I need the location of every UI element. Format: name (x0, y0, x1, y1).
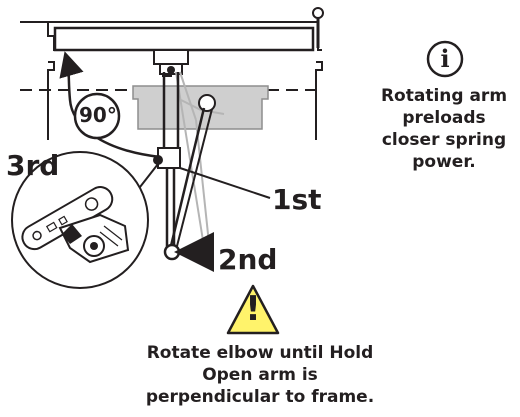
top-pin (312, 7, 324, 48)
info-glyph: i (440, 44, 450, 73)
angle-label: 90° (79, 103, 117, 127)
angle-arrow (59, 51, 161, 159)
info-icon (426, 40, 464, 78)
mount-bracket (153, 49, 189, 75)
warning-icon (226, 284, 280, 335)
step-third-label: 3rd (6, 149, 60, 182)
step-second-label: 2nd (218, 243, 278, 276)
step-first-label: 1st (272, 183, 322, 216)
warning-glyph: ! (245, 289, 261, 329)
info-text: Rotating arm preloads closer spring powe… (380, 86, 508, 172)
arm-assembly (157, 72, 213, 261)
closer-pinion (198, 94, 216, 112)
door-panel (53, 26, 315, 52)
angle-badge (73, 92, 121, 140)
detail-inset (11, 151, 149, 289)
warning-text: Rotate elbow until Hold Open arm is perp… (145, 343, 375, 407)
leader-line-first (179, 167, 271, 199)
